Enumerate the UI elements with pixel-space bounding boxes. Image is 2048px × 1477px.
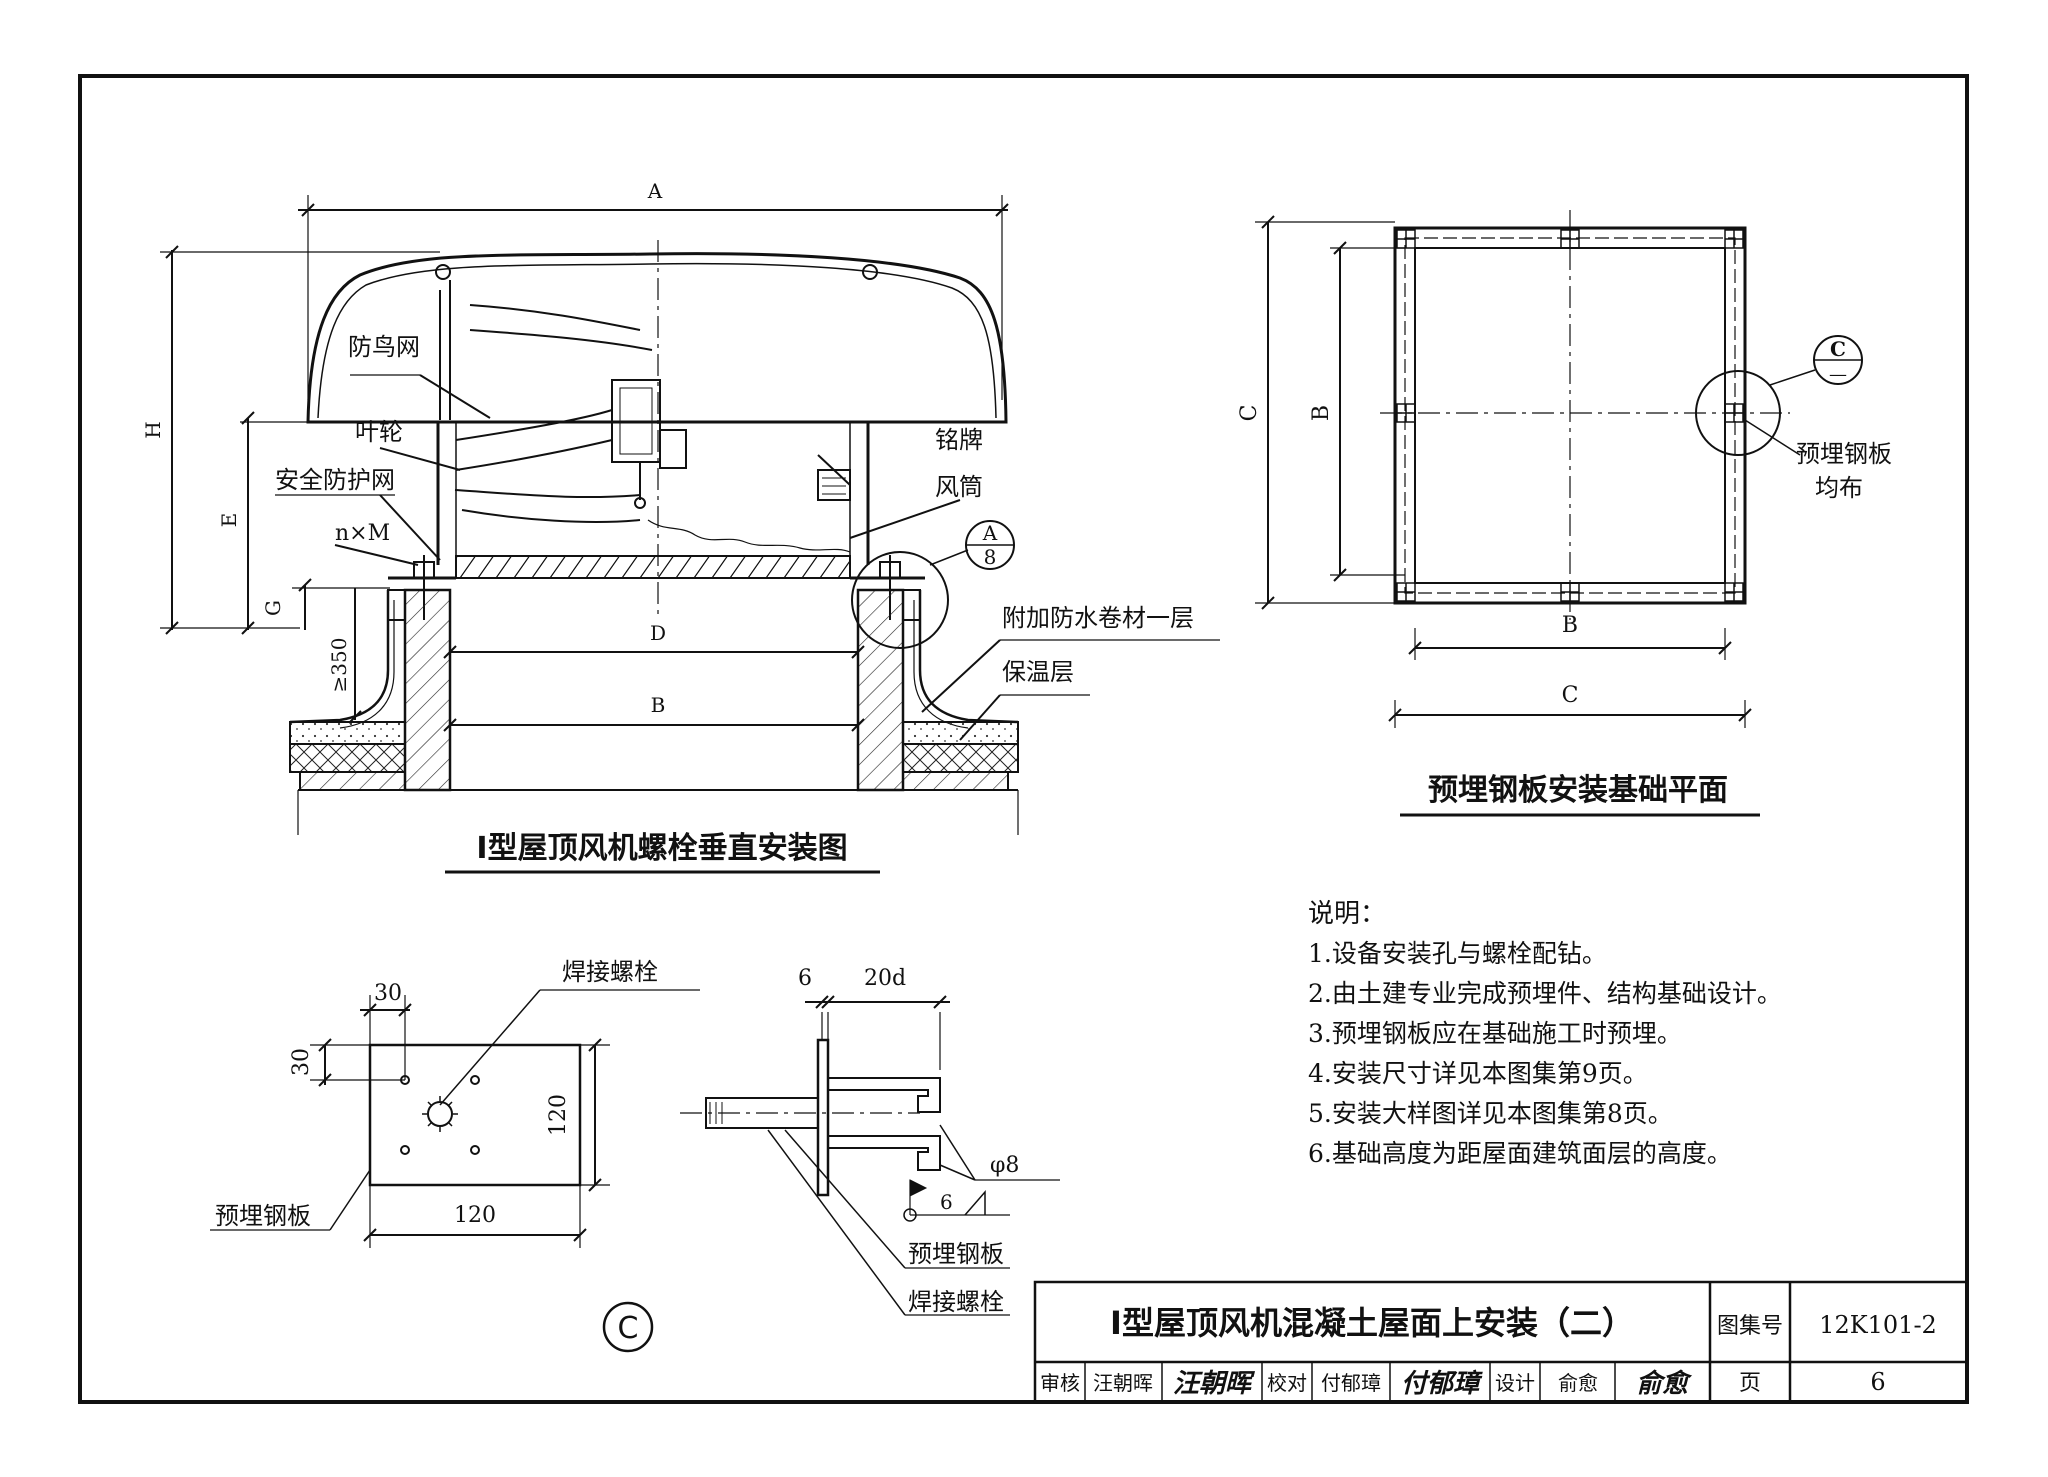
callout-a-bottom: 8 xyxy=(984,545,997,569)
callout-a-top: A xyxy=(982,521,998,545)
label-safety-net: 安全防护网 xyxy=(275,466,395,494)
label-duct: 风筒 xyxy=(935,473,983,501)
plan-dim-c-left: C xyxy=(1237,405,1262,422)
dim-e: E xyxy=(217,513,241,528)
atlas-number: 12K101-2 xyxy=(1819,1311,1937,1339)
name-review: 汪朝晖 xyxy=(1093,1371,1153,1395)
dim-h: H xyxy=(141,421,165,438)
note-6: 6.基础高度为距屋面建筑面层的高度。 xyxy=(1308,1139,1732,1168)
signature-review: 汪朝晖 xyxy=(1173,1369,1256,1399)
detail-section xyxy=(680,995,1060,1316)
label-membrane: 附加防水卷材一层 xyxy=(1002,604,1194,632)
fan-elevation xyxy=(160,195,1220,835)
label-nameplate: 铭牌 xyxy=(935,426,983,454)
plan-label-plate: 预埋钢板 xyxy=(1796,440,1892,468)
dim-a: A xyxy=(647,179,663,203)
note-2: 2.由土建专业完成预埋件、结构基础设计。 xyxy=(1308,979,1782,1008)
sheet-border xyxy=(78,74,1969,1404)
note-1: 1.设备安装孔与螺栓配钻。 xyxy=(1308,939,1607,968)
detail-label-weld-bolt: 焊接螺栓 xyxy=(562,958,658,986)
plan-label-even: 均布 xyxy=(1815,474,1863,502)
section-label-weld-bolt: 焊接螺栓 xyxy=(908,1288,1004,1316)
section-label-plate: 预埋钢板 xyxy=(908,1240,1004,1268)
notes-title: 说明： xyxy=(1308,899,1386,929)
plate-plan xyxy=(1255,210,1863,728)
label-insulation: 保温层 xyxy=(1002,658,1074,686)
detail-dim-30-left: 30 xyxy=(289,1048,314,1076)
plan-dim-c-bottom: C xyxy=(1562,683,1579,708)
plan-callout-bottom: — xyxy=(1829,364,1847,385)
page-number: 6 xyxy=(1870,1368,1885,1396)
dim-d: D xyxy=(650,621,666,645)
detail-dim-120-bottom: 120 xyxy=(454,1203,496,1228)
plan-caption: 预埋钢板安装基础平面 xyxy=(1428,773,1728,808)
detail-plate-plan xyxy=(210,989,700,1353)
note-3: 3.预埋钢板应在基础施工时预埋。 xyxy=(1308,1019,1682,1048)
dim-g: G xyxy=(261,600,285,616)
plan-callout-top: C xyxy=(1830,337,1846,361)
signature-check: 付郁璋 xyxy=(1401,1369,1483,1399)
atlas-label: 图集号 xyxy=(1717,1314,1783,1339)
title-block xyxy=(1033,1280,1969,1404)
sheet-title: I型屋顶风机混凝土屋面上安装（二） xyxy=(1110,1304,1634,1342)
label-bird-net: 防鸟网 xyxy=(348,333,420,361)
name-design: 俞愈 xyxy=(1558,1371,1598,1395)
signature-design: 俞愈 xyxy=(1636,1369,1693,1399)
name-check: 付郁璋 xyxy=(1321,1371,1381,1395)
label-bolts: n×M xyxy=(335,521,390,546)
detail-dim-30-top: 30 xyxy=(374,981,402,1006)
dim-min350: ≥350 xyxy=(327,638,351,693)
label-impeller: 叶轮 xyxy=(355,418,403,446)
note-5: 5.安装大样图详见本图集第8页。 xyxy=(1308,1099,1673,1128)
elevation-caption: I型屋顶风机螺栓垂直安装图 xyxy=(476,831,847,866)
plan-dim-b-left: B xyxy=(1309,405,1334,421)
role-design: 设计 xyxy=(1495,1371,1535,1395)
section-dim-6: 6 xyxy=(798,966,812,991)
section-dim-20d: 20d xyxy=(864,966,906,991)
detail-dim-120-right: 120 xyxy=(546,1094,571,1136)
plan-dim-b-bottom: B xyxy=(1562,613,1578,638)
role-check: 校对 xyxy=(1267,1371,1307,1395)
section-weld-size: 6 xyxy=(940,1190,953,1214)
role-review: 审核 xyxy=(1040,1371,1080,1395)
note-4: 4.安装尺寸详见本图集第9页。 xyxy=(1308,1059,1648,1088)
page-label: 页 xyxy=(1739,1371,1761,1396)
detail-label-plate: 预埋钢板 xyxy=(215,1202,311,1230)
detail-mark: C xyxy=(618,1311,639,1346)
dim-b: B xyxy=(651,693,666,717)
section-phi8: φ8 xyxy=(990,1153,1019,1178)
